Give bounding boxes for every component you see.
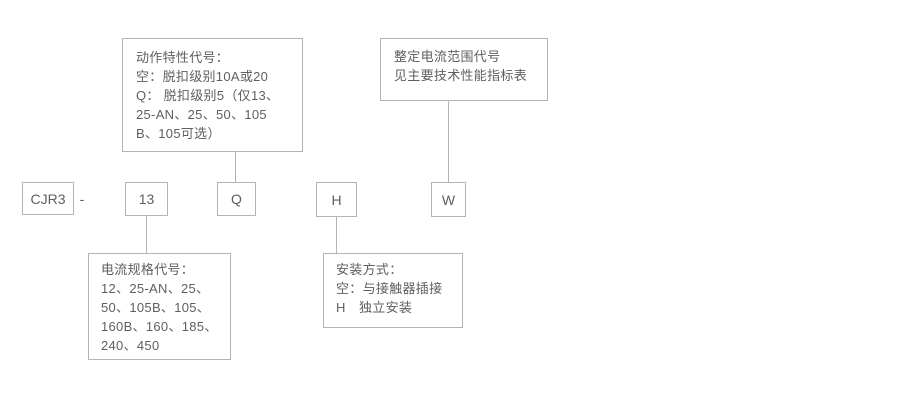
model-separator: - [79,190,85,207]
action-characteristic-code-box: Q [217,182,256,216]
callout-line: 整定电流范围代号 [394,49,501,64]
current-spec-callout: 电流规格代号： 12、25-AN、25、 50、105B、105、 160B、1… [88,253,231,360]
callout-line: 空：脱扣级别10A或20 [136,69,269,84]
callout-line: 240、450 [101,338,160,353]
callout-line: 12、25-AN、25、 [101,281,210,296]
callout-line: 空：与接触器插接 [336,281,443,296]
action-characteristic-callout: 动作特性代号： 空：脱扣级别10A或20 Q： 脱扣级别5（仅13、 25-AN… [122,38,303,152]
mounting-mode-callout: 安装方式： 空：与接触器插接 H 独立安装 [323,253,463,328]
callout-line: 见主要技术性能指标表 [394,68,528,83]
callout-line: 160B、160、185、 [101,319,218,334]
current-spec-code-box: 13 [125,182,168,216]
callout-line: 电流规格代号： [101,262,195,277]
callout-line: 动作特性代号： [136,50,230,65]
callout-line: 50、105B、105、 [101,300,211,315]
mounting-code-box: H [316,182,357,217]
connector-line-h-to-mounting [336,217,337,253]
callout-line: 25-AN、25、50、105 [136,107,267,122]
callout-line: H 独立安装 [336,300,413,315]
connector-line-range-to-w [448,101,449,182]
callout-line: Q： 脱扣级别5（仅13、 [136,88,280,103]
setting-current-range-callout: 整定电流范围代号 见主要技术性能指标表 [380,38,548,101]
connector-line-13-to-current [146,216,147,253]
callout-line: B、105可选） [136,126,221,141]
range-code-box: W [431,182,466,217]
model-prefix-box: CJR3 [22,182,74,215]
callout-line: 安装方式： [336,262,403,277]
connector-line-action-to-q [235,152,236,182]
